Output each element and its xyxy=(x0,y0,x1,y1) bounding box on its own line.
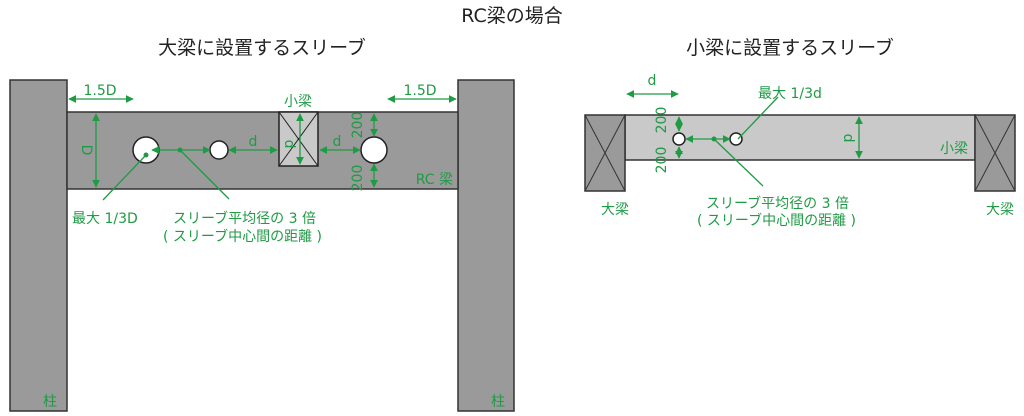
sleeve-hole xyxy=(360,136,388,164)
column-label-right: 柱 xyxy=(491,394,505,410)
girder-label-left: 大梁 xyxy=(601,202,629,218)
gap-label: d xyxy=(249,134,258,150)
edge-distance-left: 1.5D xyxy=(83,83,116,99)
column-right xyxy=(457,79,515,412)
column-left xyxy=(9,79,68,412)
small-beam-label: 小梁 xyxy=(940,141,968,157)
bottom-clearance-label: 200 xyxy=(350,165,366,192)
gap-label: d xyxy=(333,134,342,150)
spacing-label-line1: スリーブ平均径の 3 倍 xyxy=(706,195,849,212)
small-beam-depth-label: d xyxy=(281,140,297,149)
edge-distance-right: 1.5D xyxy=(403,83,436,99)
edge-distance-label: d xyxy=(648,73,657,89)
girder-section-right xyxy=(974,114,1016,192)
spacing-label-line2: ( スリーブ中心間の距離 ) xyxy=(163,228,322,245)
sleeve-hole xyxy=(209,140,229,160)
right-subtitle: 小梁に設置するスリーブ xyxy=(686,36,894,59)
rc-beam-label: RC 梁 xyxy=(416,172,453,188)
top-clearance-label: 200 xyxy=(350,112,366,139)
spacing-label-line1: スリーブ平均径の 3 倍 xyxy=(173,210,316,227)
max-diameter-label: 最大 1/3D xyxy=(72,211,138,227)
max-diameter-label: 最大 1/3d xyxy=(758,86,822,102)
sleeve-hole xyxy=(672,132,686,146)
right-diagram: d 最大 1/3d 200 200 d 小梁 大梁 大梁 スリーブ平均径の 3 … xyxy=(584,73,1016,229)
small-beam-label: 小梁 xyxy=(284,94,312,110)
girder-label-right: 大梁 xyxy=(986,202,1014,218)
left-subtitle: 大梁に設置するスリーブ xyxy=(158,36,366,59)
beam-depth-label: d xyxy=(840,134,856,143)
column-label-left: 柱 xyxy=(43,394,57,410)
top-clearance-label: 200 xyxy=(654,107,670,134)
beam-depth-label: D xyxy=(78,145,94,156)
girder-section-left xyxy=(584,114,626,192)
diagram-title: RC梁の場合 xyxy=(461,5,563,27)
left-diagram: 1.5D 1.5D 小梁 D d d d 200 200 RC 梁 最大 1/3… xyxy=(9,79,515,412)
sleeve-hole xyxy=(729,132,743,146)
spacing-label-line2: ( スリーブ中心間の距離 ) xyxy=(697,212,856,229)
bottom-clearance-label: 200 xyxy=(654,147,670,174)
